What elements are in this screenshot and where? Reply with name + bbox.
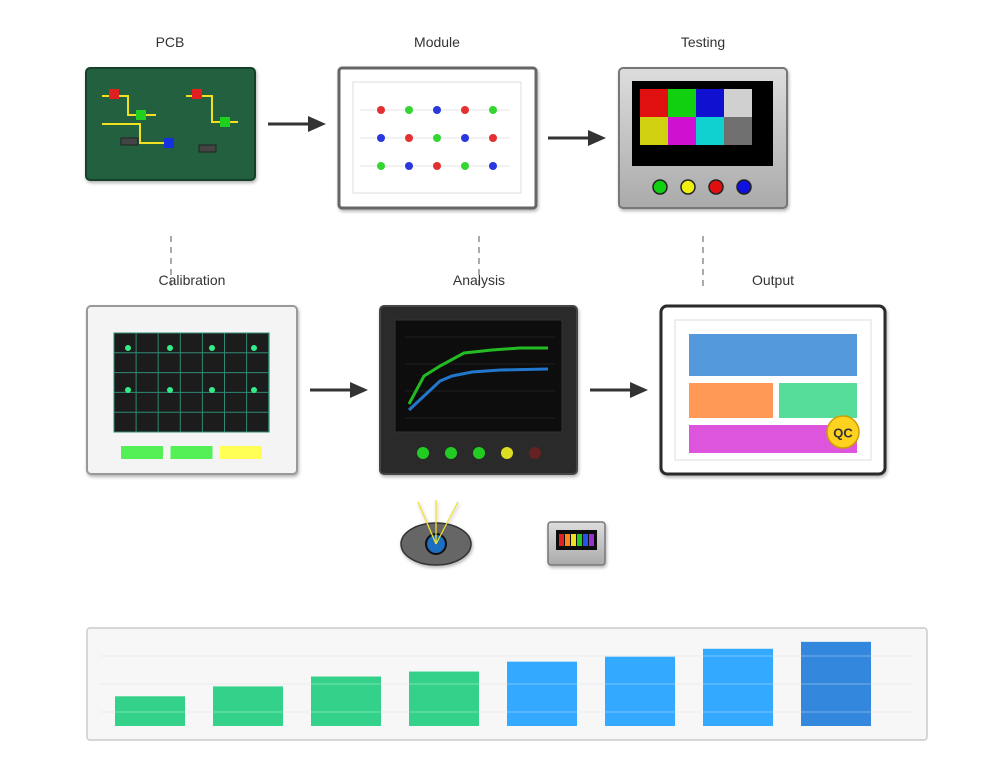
grid-point	[125, 345, 131, 351]
arrow-pcb-module	[268, 116, 326, 132]
qc-badge-icon: QC	[826, 415, 860, 449]
color-bar	[696, 89, 724, 117]
label-output: Output	[751, 272, 795, 288]
testing-buttons	[652, 179, 752, 195]
color-bar	[668, 89, 696, 117]
grid-point	[125, 387, 131, 393]
color-bar	[640, 117, 668, 145]
grid-point	[251, 345, 257, 351]
module-dot	[377, 106, 385, 114]
module-dot	[489, 162, 497, 170]
module-dot	[405, 134, 413, 142]
connector-pcb-calibration	[170, 236, 172, 286]
progress-bar	[703, 648, 773, 726]
status-led	[501, 447, 513, 459]
progress-bar	[115, 696, 185, 726]
grid-point	[209, 387, 215, 393]
module-dot	[377, 134, 385, 142]
progress-bar	[311, 676, 381, 726]
progress-bar	[605, 656, 675, 726]
progress-bar	[801, 641, 871, 726]
arrow-module-testing	[548, 130, 606, 146]
status-led	[529, 447, 541, 459]
module-dot	[461, 134, 469, 142]
test-button	[652, 179, 668, 195]
test-button	[736, 179, 752, 195]
label-calibration: Calibration	[158, 272, 226, 288]
arrow-calibration-analysis	[310, 382, 368, 398]
color-bar	[724, 117, 752, 145]
label-module: Module	[414, 34, 460, 50]
grid-point	[209, 345, 215, 351]
module-dot	[433, 106, 441, 114]
module-dot	[377, 162, 385, 170]
status-led	[473, 447, 485, 459]
color-bar	[724, 89, 752, 117]
pcb-traces	[102, 89, 238, 153]
eye-icon	[400, 500, 472, 566]
status-led	[445, 447, 457, 459]
progress-bar	[409, 671, 479, 726]
label-testing: Testing	[680, 34, 726, 50]
qc-badge-text: QC	[833, 426, 853, 441]
progress-bar	[507, 661, 577, 726]
color-bar	[668, 117, 696, 145]
analysis-leds	[417, 447, 541, 459]
label-pcb: PCB	[155, 34, 185, 50]
calibration-indicators	[121, 446, 262, 459]
analysis-graph	[405, 336, 555, 419]
indicator-bar	[121, 446, 163, 459]
module-dot	[405, 106, 413, 114]
module-dot	[489, 106, 497, 114]
module-dot	[433, 134, 441, 142]
testing-color-bars	[640, 89, 752, 145]
progress-bars	[115, 641, 871, 726]
module-dot	[433, 162, 441, 170]
color-bar	[640, 89, 668, 117]
status-led	[417, 447, 429, 459]
module-dot	[461, 162, 469, 170]
grid-point	[167, 387, 173, 393]
battery-icon	[547, 521, 606, 566]
module-dot-grid	[360, 106, 510, 170]
progress-bar	[213, 686, 283, 726]
label-analysis: Analysis	[452, 272, 506, 288]
module-dot	[489, 134, 497, 142]
calibration-grid	[113, 332, 270, 433]
indicator-bar	[220, 446, 262, 459]
arrow-analysis-output	[590, 382, 648, 398]
indicator-bar	[170, 446, 213, 459]
connector-testing-output	[702, 236, 704, 286]
module-dot	[405, 162, 413, 170]
progress-gridlines-over	[100, 655, 913, 713]
test-button	[708, 179, 724, 195]
test-button	[680, 179, 696, 195]
module-dot	[461, 106, 469, 114]
color-bar	[696, 117, 724, 145]
connector-module-analysis	[478, 236, 480, 286]
grid-point	[167, 345, 173, 351]
grid-point	[251, 387, 257, 393]
